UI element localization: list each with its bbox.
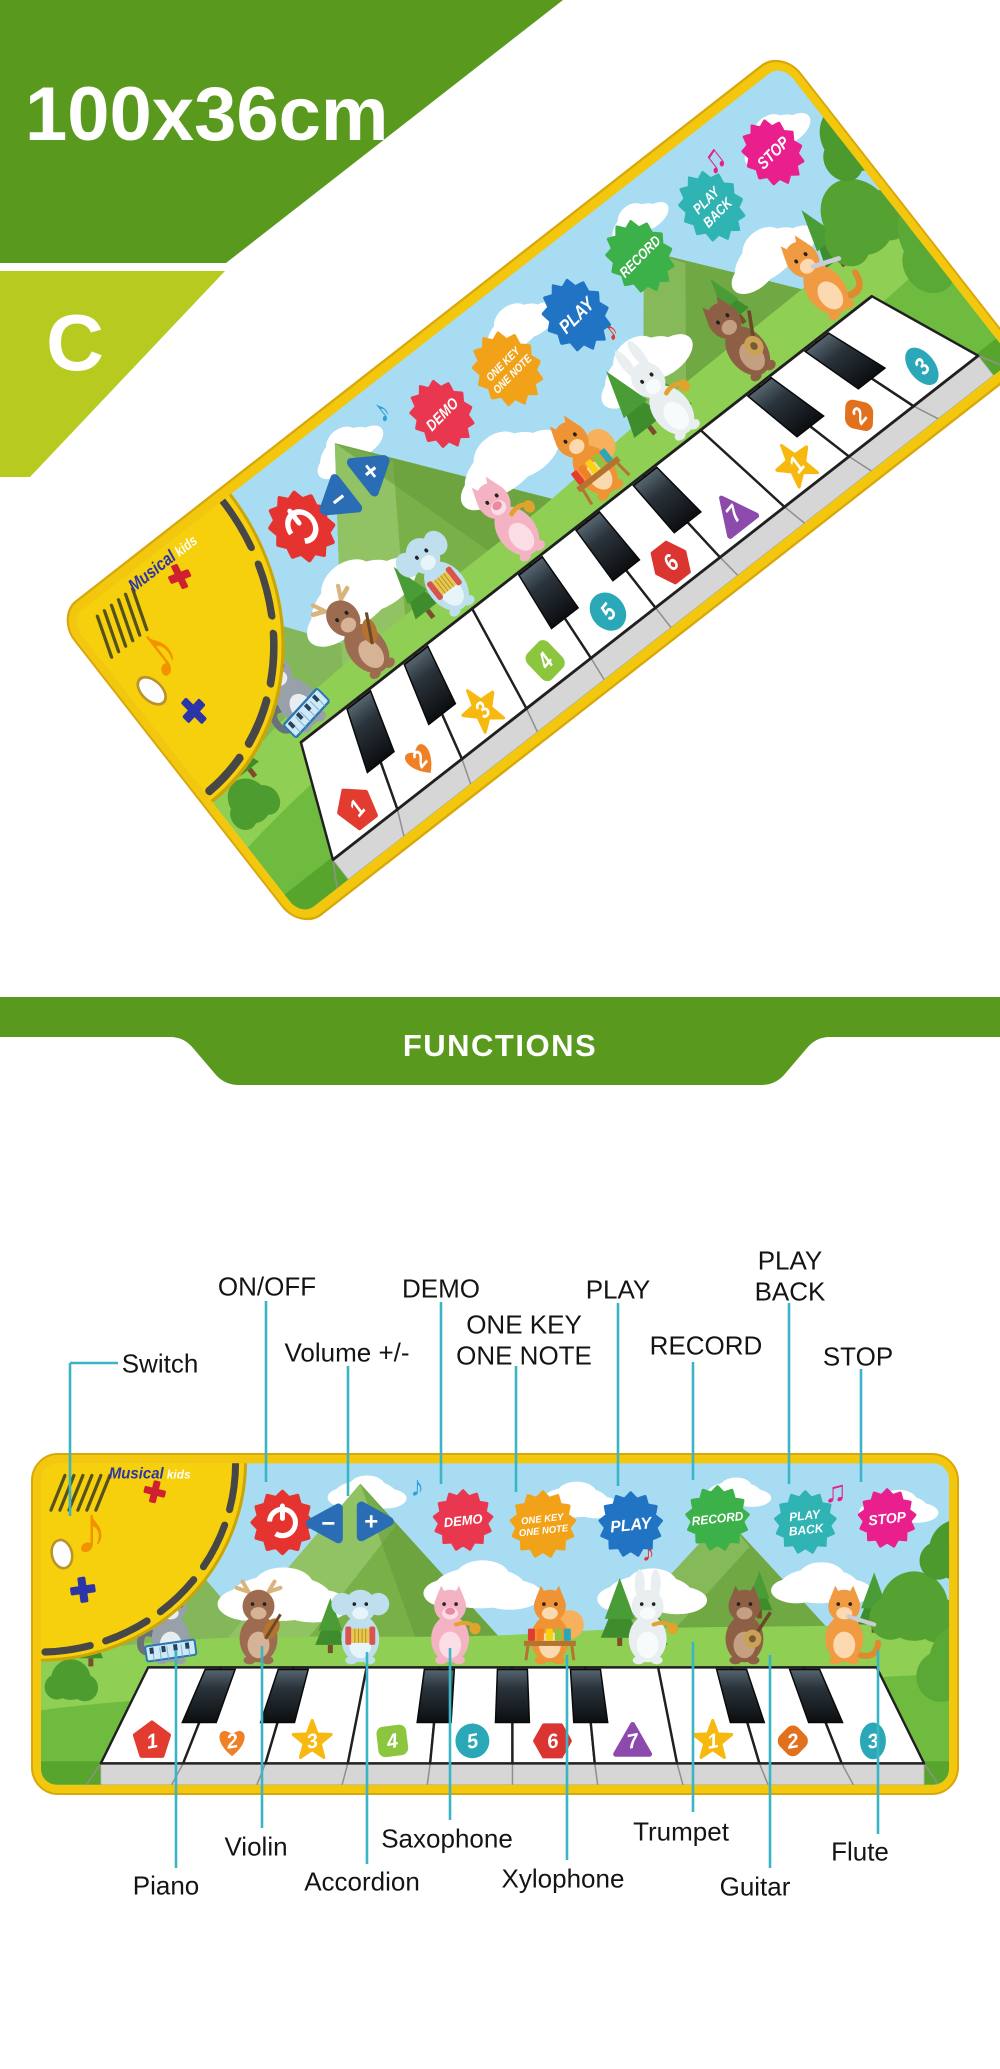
label-demo: DEMO: [402, 1273, 480, 1304]
variant-letter: C: [46, 298, 104, 387]
functions-banner-title: FUNCTIONS: [402, 1028, 598, 1063]
diagram-mat: [31, 1453, 959, 1795]
label-violin: Violin: [224, 1831, 288, 1862]
label-one-key-one-note: ONE KEY ONE NOTE: [456, 1309, 592, 1370]
label-record: RECORD: [649, 1330, 763, 1361]
label-guitar: Guitar: [719, 1871, 791, 1902]
label-volume: Volume +/-: [284, 1337, 410, 1368]
label-saxophone: Saxophone: [381, 1823, 513, 1854]
label-play-back: PLAY BACK: [754, 1245, 826, 1306]
size-badge: 100x36cm C: [0, 0, 563, 477]
label-switch: Switch: [121, 1348, 199, 1379]
size-badge-shape: [0, 0, 563, 263]
label-play: PLAY: [585, 1274, 651, 1305]
functions-banner: [0, 997, 1000, 1085]
label-trumpet: Trumpet: [633, 1816, 729, 1847]
label-accordion: Accordion: [304, 1866, 420, 1897]
variant-badge-shape: [0, 271, 225, 477]
label-piano: Piano: [132, 1870, 200, 1901]
label-xylophone: Xylophone: [501, 1863, 625, 1894]
size-text: 100x36cm: [25, 72, 388, 157]
label-flute: Flute: [831, 1836, 889, 1867]
label-on-off: ON/OFF: [217, 1271, 317, 1302]
label-stop: STOP: [822, 1341, 894, 1372]
